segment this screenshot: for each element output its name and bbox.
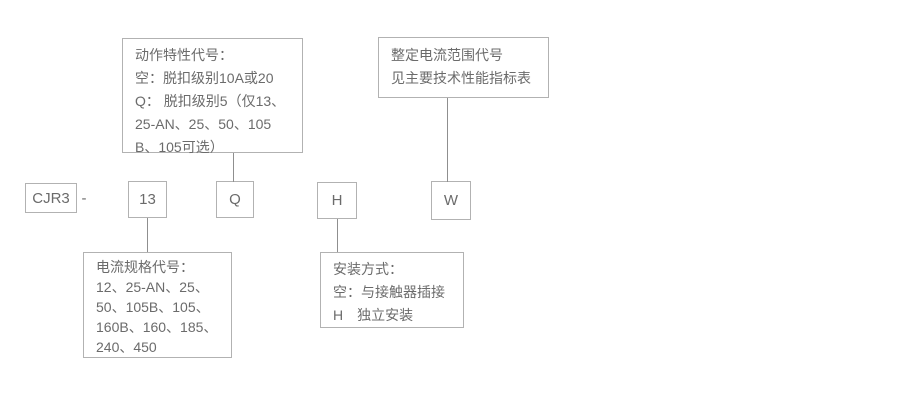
callout-text-line: 空：与接触器插接	[333, 284, 445, 300]
model-separator: -	[81, 189, 87, 207]
callout-text-line: 动作特性代号：	[135, 47, 233, 63]
callout-action-characteristic: 动作特性代号： 空：脱扣级别10A或20 Q： 脱扣级别5（仅13、 25-AN…	[122, 38, 303, 155]
code-box-mounting: H	[317, 182, 357, 219]
callout-mounting-method: 安装方式： 空：与接触器插接 H 独立安装	[320, 252, 464, 328]
callout-text-line: 240、450	[96, 339, 157, 355]
connector-13-to-spec	[147, 218, 148, 252]
callout-text-line: 电流规格代号：	[96, 259, 194, 275]
callout-setting-current-range: 整定电流范围代号 见主要技术性能指标表	[378, 37, 549, 98]
callout-text-line: H 独立安装	[333, 307, 414, 323]
model-prefix-box: CJR3	[25, 183, 77, 213]
connector-range-to-w	[447, 98, 448, 182]
code-box-current-range: W	[431, 181, 471, 220]
callout-text-line: 25-AN、25、50、105	[135, 116, 272, 132]
callout-current-spec: 电流规格代号： 12、25-AN、25、 50、105B、105、 160B、1…	[83, 252, 232, 358]
connector-h-to-mounting	[337, 219, 338, 252]
connector-action-to-q	[233, 153, 234, 182]
callout-text-line: 12、25-AN、25、	[96, 279, 209, 295]
callout-text-line: 空：脱扣级别10A或20	[135, 70, 274, 86]
code-box-action-characteristic: Q	[216, 181, 254, 218]
callout-text-line: 160B、160、185、	[96, 319, 218, 335]
callout-text-line: Q： 脱扣级别5（仅13、	[135, 93, 286, 109]
callout-text-line: 整定电流范围代号	[391, 47, 503, 63]
code-box-current-spec: 13	[128, 181, 167, 218]
callout-text-line: 安装方式：	[333, 261, 403, 277]
callout-text-line: 50、105B、105、	[96, 299, 210, 315]
callout-text-line: 见主要技术性能指标表	[391, 70, 531, 86]
callout-text-line: B、105可选）	[135, 139, 224, 155]
